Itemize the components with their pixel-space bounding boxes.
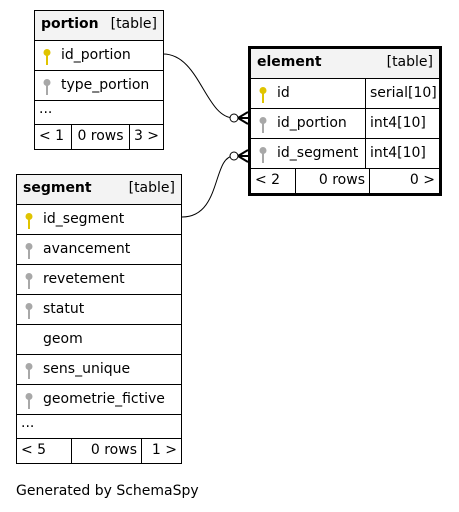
table-name: element [257,54,322,70]
column-name: id_portion [277,115,347,131]
column-type: int4[10] [365,139,439,168]
column-row[interactable]: id serial[10] [251,79,439,109]
table-portion[interactable]: portion [table] id_portion type_portion … [34,10,164,150]
table-header: portion [table] [35,11,163,41]
column-row[interactable]: geometrie_fictive [17,385,181,415]
table-element[interactable]: element [table] id serial[10] id_portion… [248,46,442,196]
column-name: id [277,85,290,101]
column-row[interactable]: id_portion int4[10] [251,109,439,139]
column-name: geom [43,331,83,347]
relation-end-circle [229,113,239,123]
table-kind: [table] [110,16,157,32]
column-name: geometrie_fictive [43,391,165,407]
crowfoot-marker [237,149,249,163]
column-row[interactable]: statut [17,295,181,325]
index-key-icon [25,363,33,379]
generated-by-label: Generated by SchemaSpy [16,483,199,499]
table-kind: [table] [128,180,175,196]
more-columns: ... [35,101,163,125]
row-count: 0 rows [71,439,141,463]
column-row[interactable]: id_segment [17,205,181,235]
column-name: statut [43,301,85,317]
table-footer: < 1 0 rows 3 > [35,125,163,149]
table-footer: < 5 0 rows 1 > [17,439,181,463]
crowfoot-marker [237,111,249,125]
index-key-icon [43,79,51,95]
index-key-icon [25,303,33,319]
table-segment[interactable]: segment [table] id_segment avancement re… [16,174,182,464]
index-key-icon [25,273,33,289]
table-name: portion [41,16,99,32]
column-name: revetement [43,271,125,287]
relation-portion-element [162,53,235,119]
more-columns: ... [17,415,181,439]
table-footer: < 2 0 rows 0 > [251,169,439,193]
table-header: segment [table] [17,175,181,205]
children-count[interactable]: 0 > [369,169,439,193]
column-row[interactable]: sens_unique [17,355,181,385]
column-name: id_portion [61,47,131,63]
table-kind: [table] [386,54,433,70]
table-header: element [table] [251,49,439,79]
row-count: 0 rows [71,125,129,149]
row-count: 0 rows [295,169,369,193]
column-type: int4[10] [365,109,439,138]
index-key-icon [25,393,33,409]
index-key-icon [259,117,267,133]
relation-segment-element [181,155,235,218]
primary-key-icon [25,213,33,229]
column-name: avancement [43,241,131,257]
column-row[interactable]: geom [17,325,181,355]
column-name: id_segment [43,211,125,227]
column-row[interactable]: id_portion [35,41,163,71]
children-count[interactable]: 3 > [129,125,163,149]
column-row[interactable]: avancement [17,235,181,265]
index-key-icon [25,243,33,259]
column-row[interactable]: revetement [17,265,181,295]
column-row[interactable]: type_portion [35,71,163,101]
column-name: id_segment [277,145,359,161]
primary-key-icon [259,87,267,103]
relation-end-circle [229,151,239,161]
children-count[interactable]: 1 > [141,439,181,463]
column-name: type_portion [61,77,150,93]
column-name: sens_unique [43,361,131,377]
index-key-icon [259,147,267,163]
column-row[interactable]: id_segment int4[10] [251,139,439,169]
table-name: segment [23,180,92,196]
primary-key-icon [43,49,51,65]
column-type: serial[10] [365,79,439,108]
parents-count[interactable]: < 5 [21,442,47,458]
parents-count[interactable]: < 1 [39,128,65,144]
parents-count[interactable]: < 2 [255,172,281,188]
